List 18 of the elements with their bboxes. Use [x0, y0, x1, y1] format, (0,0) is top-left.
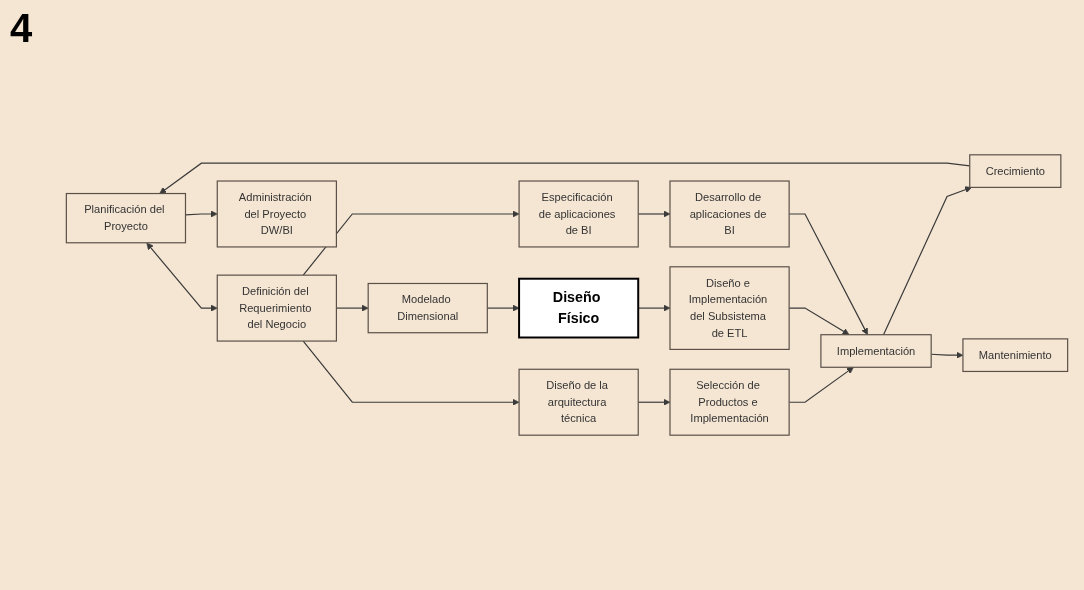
node-box: Administración del Proyecto DW/BI [216, 180, 337, 248]
node-box: Crecimiento [969, 154, 1062, 188]
node-box: Definición del Requerimiento del Negocio [216, 274, 337, 342]
node-box: Desarrollo de aplicaciones de BI [669, 180, 790, 248]
node-box: Selección de Productos e Implementación [669, 368, 790, 436]
node-box: Implementación [820, 334, 932, 368]
arrow [302, 340, 520, 406]
arrow [146, 242, 218, 312]
node-box: Diseño de la arquitectura técnica [518, 368, 639, 436]
node-box: Diseño Físico [518, 277, 640, 339]
step-number: 4 [10, 6, 33, 51]
arrow [302, 210, 520, 276]
node-box: Mantenimiento [962, 338, 1069, 373]
arrow [882, 186, 972, 336]
node-box: Planificación del Proyecto [65, 192, 187, 244]
node-box: Diseño e Implementación del Subsistema de ETL [669, 266, 790, 350]
node-box: Modelado Dimensional [367, 282, 488, 334]
node-box: Especificación de aplicaciones de BI [518, 180, 639, 248]
